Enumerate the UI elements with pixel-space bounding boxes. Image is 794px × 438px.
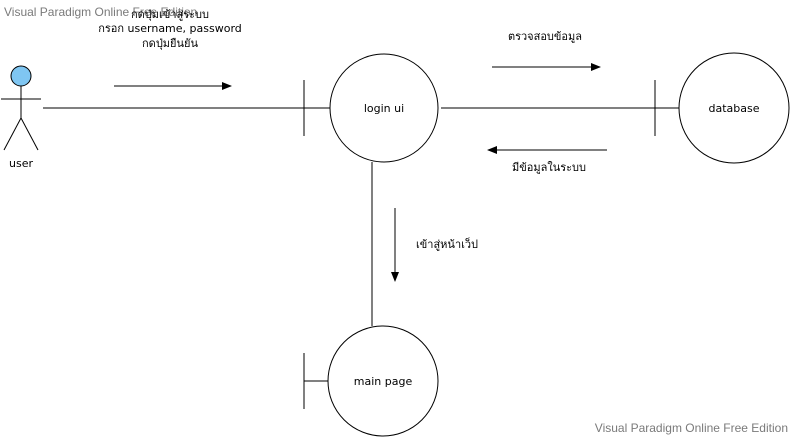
- watermark-top: Visual Paradigm Online Free Edition: [4, 5, 197, 19]
- actor-head: [10, 65, 32, 87]
- message-label: มีข้อมูลในระบบ: [512, 161, 586, 174]
- actor-user[interactable]: user: [1, 65, 41, 170]
- message-database-to-login: มีข้อมูลในระบบ: [487, 146, 607, 174]
- main-page-label: main page: [354, 375, 413, 388]
- boundary-database[interactable]: database: [654, 52, 790, 164]
- message-label: ตรวจสอบข้อมูล: [508, 30, 582, 43]
- message-login-to-mainpage: เข้าสู่หน้าเว็ป: [391, 208, 478, 282]
- message-line-1: กดปุ่มเข้าสู่ระบบ: [131, 8, 209, 21]
- message-label: เข้าสู่หน้าเว็ป: [416, 237, 478, 251]
- boundary-circle: [329, 53, 439, 163]
- message-login-to-database: ตรวจสอบข้อมูล: [492, 30, 601, 71]
- login-ui-label: login ui: [364, 102, 404, 115]
- boundary-circle: [678, 52, 790, 164]
- boundary-main-page[interactable]: main page: [303, 325, 439, 437]
- boundary-circle: [327, 325, 439, 437]
- watermark-bottom: Visual Paradigm Online Free Edition: [595, 421, 788, 435]
- actor-right-leg: [20, 117, 39, 151]
- message-line-2: กรอก username, password: [98, 22, 242, 35]
- actor-label: user: [9, 157, 33, 170]
- boundary-login-ui[interactable]: login ui: [303, 53, 439, 163]
- message-line-3: กดปุ่มยืนยัน: [142, 37, 198, 50]
- database-label: database: [709, 102, 760, 115]
- actor-left-leg: [3, 117, 22, 151]
- message-user-to-login: กดปุ่มเข้าสู่ระบบ กรอก username, passwor…: [98, 8, 242, 90]
